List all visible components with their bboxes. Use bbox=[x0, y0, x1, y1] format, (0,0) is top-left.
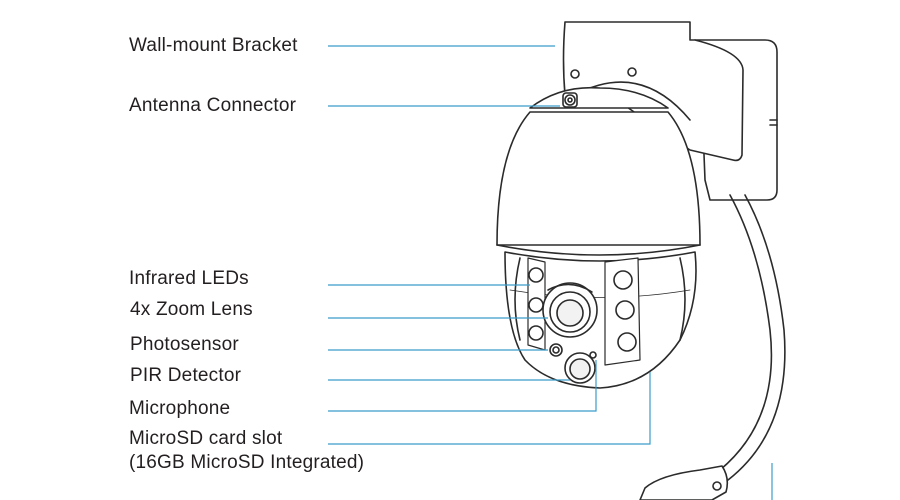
microphone-hole bbox=[589, 351, 597, 359]
label-microsd-slot-line2: (16GB MicroSD Integrated) bbox=[129, 452, 365, 473]
label-zoom-lens: 4x Zoom Lens bbox=[130, 299, 253, 320]
cable-connector bbox=[639, 465, 729, 500]
label-wall-mount-bracket: Wall-mount Bracket bbox=[129, 35, 298, 56]
dome-body bbox=[496, 111, 701, 246]
label-photosensor: Photosensor bbox=[130, 334, 239, 355]
label-microphone: Microphone bbox=[129, 398, 231, 419]
label-microsd-slot-line1: MicroSD card slot bbox=[129, 428, 283, 449]
wall-mount-bracket bbox=[562, 21, 744, 162]
leader-lines bbox=[328, 45, 773, 500]
label-antenna-connector: Antenna Connector bbox=[129, 95, 297, 116]
label-pir-detector: PIR Detector bbox=[130, 365, 242, 386]
leader-microphone bbox=[328, 360, 597, 412]
label-infrared-leds: Infrared LEDs bbox=[129, 268, 249, 289]
leader-microsd-slot bbox=[328, 372, 651, 445]
label-microsd-slot: MicroSD card slot (16GB MicroSD Integrat… bbox=[129, 427, 364, 475]
